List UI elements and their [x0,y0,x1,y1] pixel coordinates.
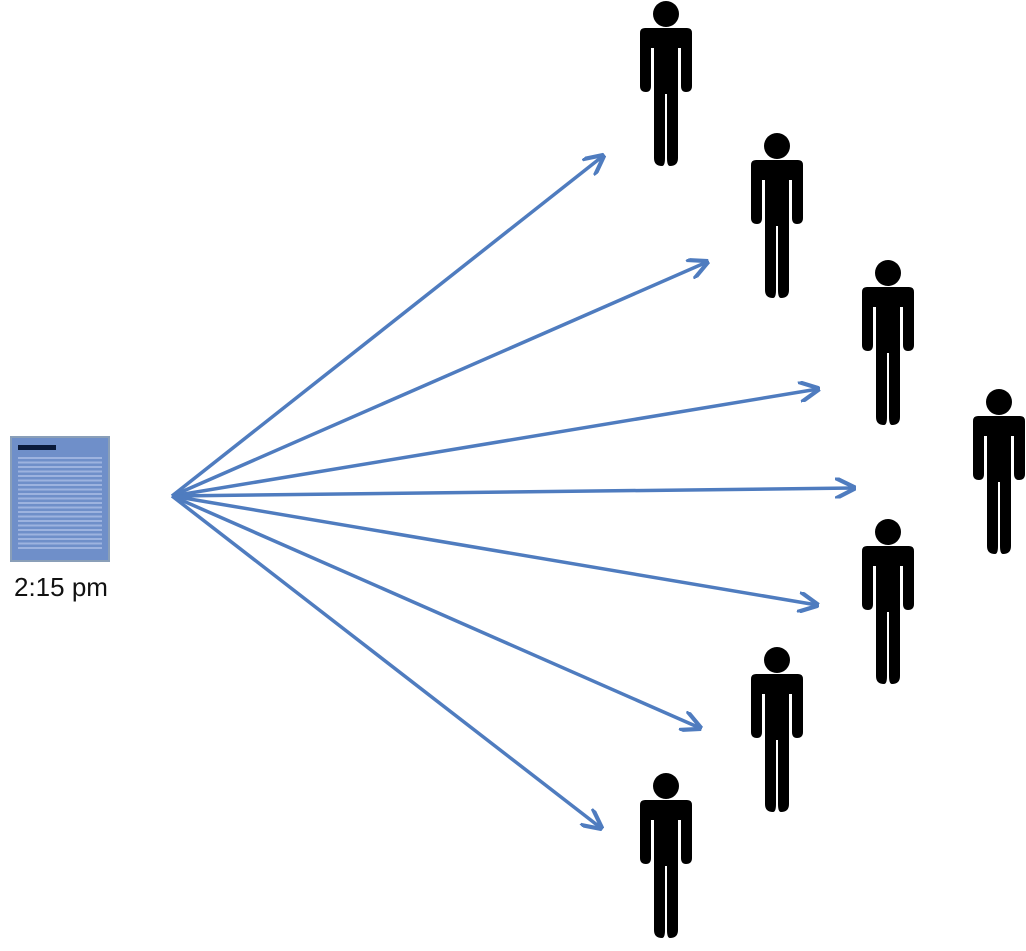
arrow-6 [171,494,700,728]
arrow-2 [171,262,707,498]
arrow-3 [171,389,818,498]
arrow-4 [171,488,854,496]
person-icon [640,1,692,166]
arrow-7 [170,494,601,828]
arrow-5 [171,494,817,605]
document-icon [10,436,110,562]
person-icon [751,133,803,298]
person-icon [751,647,803,812]
person-icon [862,519,914,684]
recipient-group [640,1,1025,938]
person-icon [862,260,914,425]
timestamp-label: 2:15 pm [14,572,108,602]
person-icon [640,773,692,938]
arrow-1 [170,156,603,498]
person-icon [973,389,1025,554]
arrow-group [170,156,854,828]
